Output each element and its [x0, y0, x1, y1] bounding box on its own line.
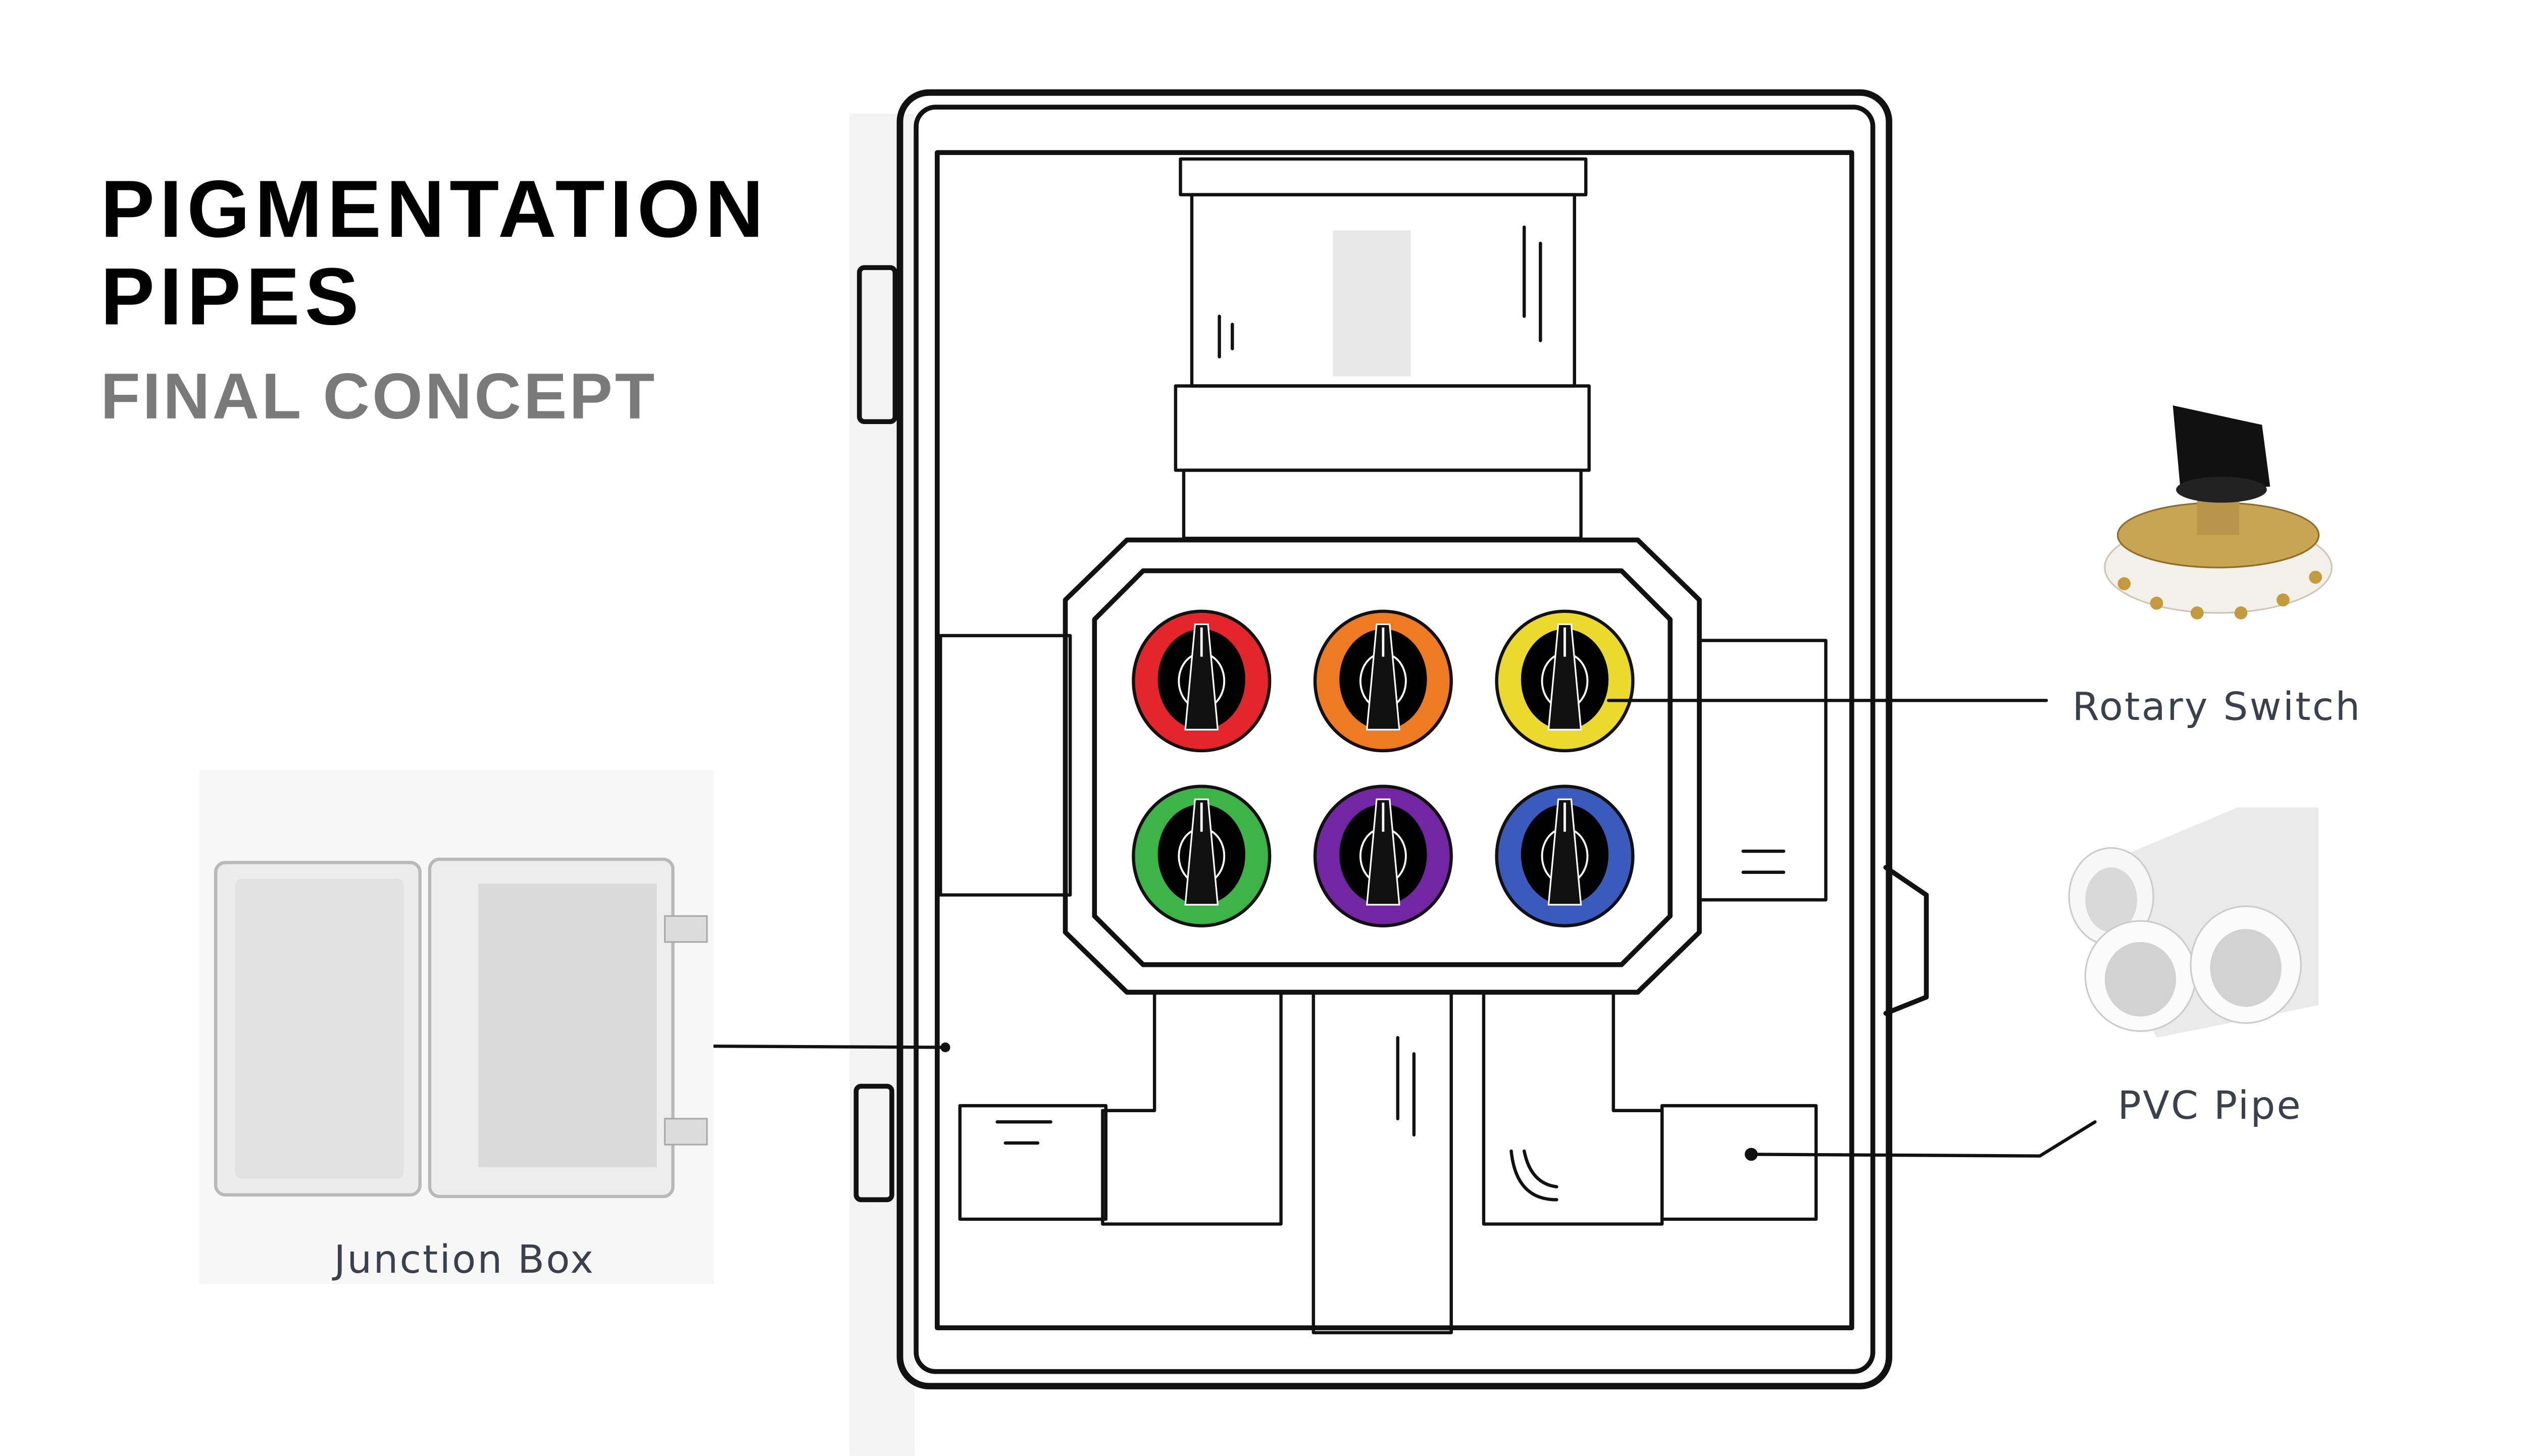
- rotary-knob-orange[interactable]: [1313, 609, 1453, 753]
- pvc-pipe-label: PVC Pipe: [2117, 1083, 2302, 1128]
- rotary-switch-image: [2104, 405, 2333, 619]
- junction-box-label: Junction Box: [332, 1237, 595, 1282]
- rotary-knob-green[interactable]: [1132, 785, 1272, 927]
- rotary-knob-yellow[interactable]: [1495, 609, 1635, 753]
- knob-grid: [1132, 609, 1635, 927]
- title-line-2: PIPES: [100, 251, 364, 342]
- rotary-switch-label: Rotary Switch: [2073, 684, 2362, 730]
- junction-box-image: [199, 770, 714, 1284]
- pvc-pipe-leader: [1749, 1120, 2097, 1158]
- title-line-1: PIGMENTATION: [100, 164, 768, 254]
- rotary-knob-blue[interactable]: [1495, 785, 1635, 927]
- rotary-knob-purple[interactable]: [1313, 785, 1453, 927]
- junction-box-sketch: [849, 89, 1929, 1456]
- subtitle: FINAL CONCEPT: [100, 360, 657, 433]
- rotary-knob-red[interactable]: [1132, 609, 1272, 753]
- pvc-pipe-image: [2068, 807, 2319, 1038]
